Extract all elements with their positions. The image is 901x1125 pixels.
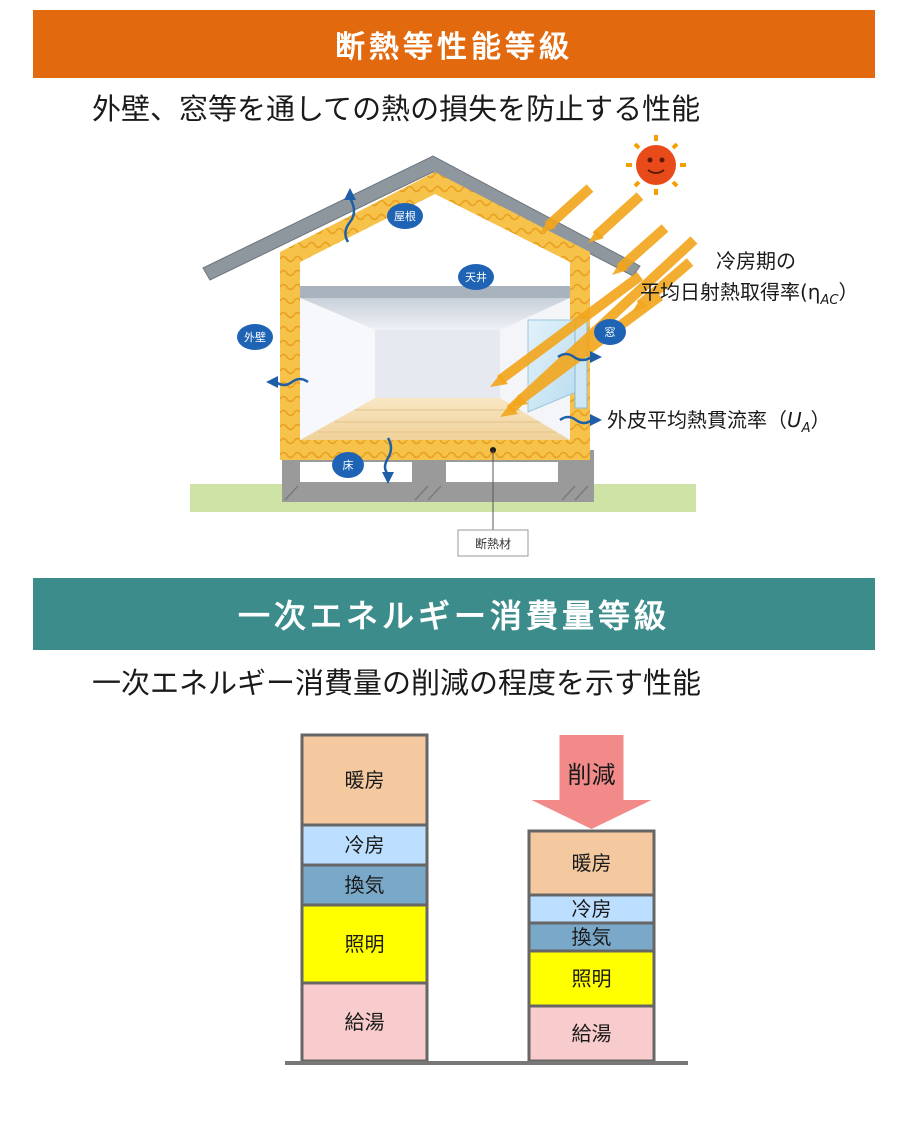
heat-arrow-roof xyxy=(344,197,356,243)
badge-ceiling-text: 天井 xyxy=(465,270,487,284)
heat-arrowheads xyxy=(266,188,602,484)
sun-rays xyxy=(626,135,686,195)
header-primary-energy-grade: 一次エネルギー消費量等級 xyxy=(33,578,875,650)
bar-label-0-2: 換気 xyxy=(345,873,385,897)
sunlight-arrowheads xyxy=(490,220,648,417)
badge-wall: 外壁 xyxy=(237,324,273,350)
badge-insulation: 断熱材 xyxy=(457,529,529,557)
header-insulation-grade: 断熱等性能等級 xyxy=(33,10,875,78)
badge-floor: 床 xyxy=(332,452,364,478)
bar-segment-0-3 xyxy=(300,903,429,985)
bar-segment-0-1 xyxy=(300,823,429,867)
bar-segment-0-0 xyxy=(300,733,429,827)
heat-arrow-ua xyxy=(559,415,593,425)
bar-label-0-4: 給湯 xyxy=(345,1010,385,1034)
bar-label-0-1: 冷房 xyxy=(345,833,385,857)
heat-arrow-wall xyxy=(275,377,309,387)
bar-segment-0-4 xyxy=(300,981,429,1063)
insulation-description: 外壁、窓等を通しての熱の損失を防止する性能 xyxy=(92,92,701,126)
floor-surface xyxy=(300,398,570,440)
badge-roof: 屋根 xyxy=(387,203,423,229)
foundation-hatch xyxy=(284,485,589,501)
bar-label-1-4: 給湯 xyxy=(572,1022,612,1046)
bar-segment-1-0 xyxy=(527,829,656,897)
bar-label-0-0: 暖房 xyxy=(345,768,385,792)
header-insulation-title: 断熱等性能等級 xyxy=(335,30,573,65)
cooling-solar-label-sub: AC xyxy=(820,293,839,308)
bar-label-1-2: 換気 xyxy=(572,925,612,949)
cooling-solar-label-text: 平均日射熱取得率(η xyxy=(640,280,821,304)
ua-label-sub: A xyxy=(801,421,811,436)
badge-insulation-text: 断熱材 xyxy=(475,536,511,551)
badge-window-text: 窓 xyxy=(605,325,616,339)
sun-icon xyxy=(636,145,676,185)
ua-label: 外皮平均熱貫流率（UA） xyxy=(607,404,831,436)
bar-segment-1-1 xyxy=(527,893,656,925)
foundation-vent-2 xyxy=(446,462,558,482)
ua-label-close: ） xyxy=(810,408,831,432)
bar-label-1-0: 暖房 xyxy=(572,851,612,875)
floor-boards xyxy=(318,409,556,433)
bar-label-1-3: 照明 xyxy=(572,967,612,991)
badge-roof-text: 屋根 xyxy=(394,209,416,223)
heat-flow-arrows xyxy=(275,197,593,475)
cooling-solar-label-close: ） xyxy=(838,280,859,304)
bar-label-0-3: 照明 xyxy=(345,932,385,956)
ua-label-var: U xyxy=(787,408,802,432)
reduction-label: 削減 xyxy=(568,761,616,789)
left-wall xyxy=(300,298,375,440)
cooling-solar-label-line1: 冷房期の xyxy=(716,249,796,273)
header-primary-energy-title: 一次エネルギー消費量等級 xyxy=(237,597,670,635)
cooling-solar-label-line2: 平均日射熱取得率(ηAC） xyxy=(640,276,858,308)
heat-arrow-floor xyxy=(383,437,393,475)
house-insulation-diagram: 屋根 天井 外壁 窓 床 断熱材 xyxy=(190,135,698,557)
badge-window: 窓 xyxy=(594,319,626,345)
ceiling-board xyxy=(300,286,570,298)
badge-wall-text: 外壁 xyxy=(244,330,266,344)
bar-label-1-1: 冷房 xyxy=(572,897,612,921)
back-wall xyxy=(375,330,500,398)
ua-label-text: 外皮平均熱貫流率（ xyxy=(607,408,787,432)
badge-ceiling: 天井 xyxy=(458,264,494,290)
ceiling-surface xyxy=(300,298,570,330)
primary-energy-description: 一次エネルギー消費量の削減の程度を示す性能 xyxy=(92,666,702,700)
reduction-arrow xyxy=(531,735,652,829)
badge-floor-text: 床 xyxy=(343,458,354,472)
heat-arrow-window xyxy=(557,352,593,362)
